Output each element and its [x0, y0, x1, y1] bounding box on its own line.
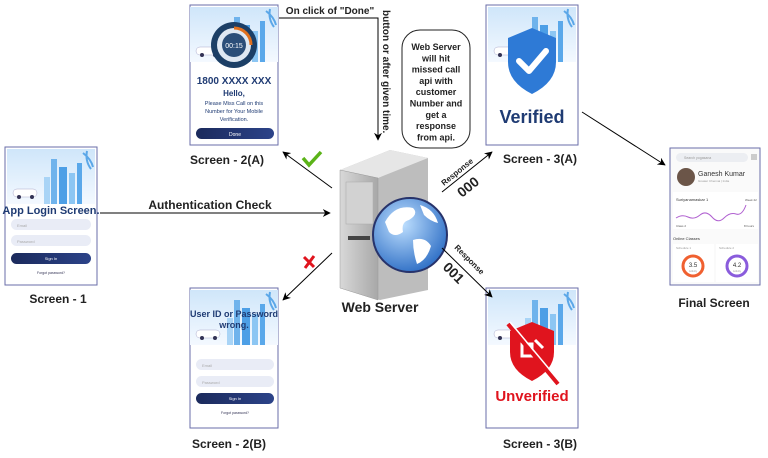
note-line: get a [425, 110, 447, 120]
password-field[interactable] [196, 376, 274, 387]
week-badge: Week 22 [745, 198, 757, 202]
done-label-side: button or after given time. [380, 10, 391, 134]
screen-2b-wrong-credentials: User ID or Password wrong. Email Passwor… [189, 287, 279, 429]
activity-name: Suriyanamaskar 1 [676, 197, 709, 202]
check-icon [301, 150, 323, 168]
message-line: Please Miss Call on this [205, 101, 264, 107]
note-line: from api. [417, 132, 455, 142]
hello-text: Hello, [223, 89, 245, 98]
note-line: Number and [410, 99, 463, 109]
done-button[interactable] [196, 128, 274, 139]
class-label: Class 2 [676, 224, 686, 228]
search-input[interactable] [676, 153, 748, 162]
missed-call-number: 1800 XXXX XXX [197, 76, 272, 87]
note-line: Web Server [411, 42, 461, 52]
done-label: Done [229, 132, 241, 138]
section-title: Online Classes [673, 236, 700, 241]
activity-value: 3.5 [689, 263, 698, 269]
password-field[interactable] [11, 235, 91, 246]
progress-ring [725, 254, 749, 278]
user-location: Greater Chennai | India [698, 179, 729, 183]
shield-check-icon [508, 28, 556, 94]
screen-1-title: App Login Screen. [2, 205, 99, 217]
web-server-label: Web Server [342, 299, 419, 315]
response-000-arrow [441, 151, 493, 193]
menu-icon[interactable] [751, 154, 757, 160]
failure-arrow [282, 252, 333, 301]
hours-label: 8 hours [744, 224, 755, 228]
note-line: response [416, 121, 456, 131]
screen-3a-label: Screen - 3(A) [503, 152, 577, 166]
email-field[interactable] [11, 219, 91, 230]
screen-3b-unverified: Unverified [485, 287, 579, 429]
progress-ring [681, 254, 705, 278]
verified-status: Verified [499, 107, 564, 127]
success-arrow [282, 151, 333, 189]
screen-3a-verified: Verified [485, 4, 579, 146]
sign-in-label: Sign In [45, 256, 57, 261]
cross-icon [302, 255, 316, 269]
activity-value: 4.2 [733, 263, 742, 269]
note-line: api with [419, 76, 453, 86]
unverified-status: Unverified [495, 388, 568, 405]
screen-2a-label: Screen - 2(A) [190, 153, 264, 167]
note-line: customer [416, 87, 457, 97]
schedule-label: Schedule 1 [676, 246, 691, 250]
forgot-password-link[interactable]: Forgot password? [37, 271, 65, 275]
password-placeholder: Password [202, 380, 220, 385]
schedule-label: Schedule 2 [719, 246, 734, 250]
error-title: wrong. [218, 320, 249, 330]
search-placeholder: Search yogasana [684, 156, 711, 160]
auth-check-label: Authentication Check [148, 198, 272, 212]
screen-2a-missed-call: 00:15 1800 XXXX XXX Hello, Please Miss C… [189, 4, 279, 146]
forgot-password-link[interactable]: Forgot password? [221, 411, 249, 415]
screen-3b-label: Screen - 3(B) [503, 437, 577, 451]
email-placeholder: Email [202, 363, 212, 368]
message-line: Verification. [220, 117, 249, 123]
screen-1-label: Screen - 1 [29, 292, 87, 306]
note-line: missed call [412, 65, 461, 75]
message-line: Number for Your Mobile [205, 109, 263, 115]
screen-1-login: App Login Screen. Email Password Sign In… [2, 146, 100, 286]
verified-to-final-arrow [581, 111, 666, 166]
timer-value: 00:15 [225, 43, 243, 50]
error-title: User ID or Password [190, 309, 278, 319]
final-screen-label: Final Screen [678, 296, 749, 310]
response-001-arrow [441, 247, 493, 298]
screen-2b-label: Screen - 2(B) [192, 437, 266, 451]
note-line: will hit [421, 53, 450, 63]
activity-trend-line [675, 204, 747, 222]
sign-in-label: Sign In [229, 396, 241, 401]
password-placeholder: Password [17, 239, 35, 244]
email-placeholder: Email [17, 223, 27, 228]
sign-in-button[interactable] [11, 253, 91, 264]
activity-unit: Activity [689, 270, 698, 273]
avatar [677, 168, 695, 186]
response-code-001: 001 [440, 259, 468, 287]
final-screen-dashboard: Search yogasana Ganesh Kumar Greater Che… [669, 147, 761, 286]
user-name: Ganesh Kumar [698, 171, 746, 178]
globe-icon [372, 197, 448, 273]
email-field[interactable] [196, 359, 274, 370]
done-label-top: On click of "Done" [286, 6, 375, 17]
done-arrow [279, 17, 382, 141]
activity-unit: Activity [733, 270, 742, 273]
sign-in-button[interactable] [196, 393, 274, 404]
